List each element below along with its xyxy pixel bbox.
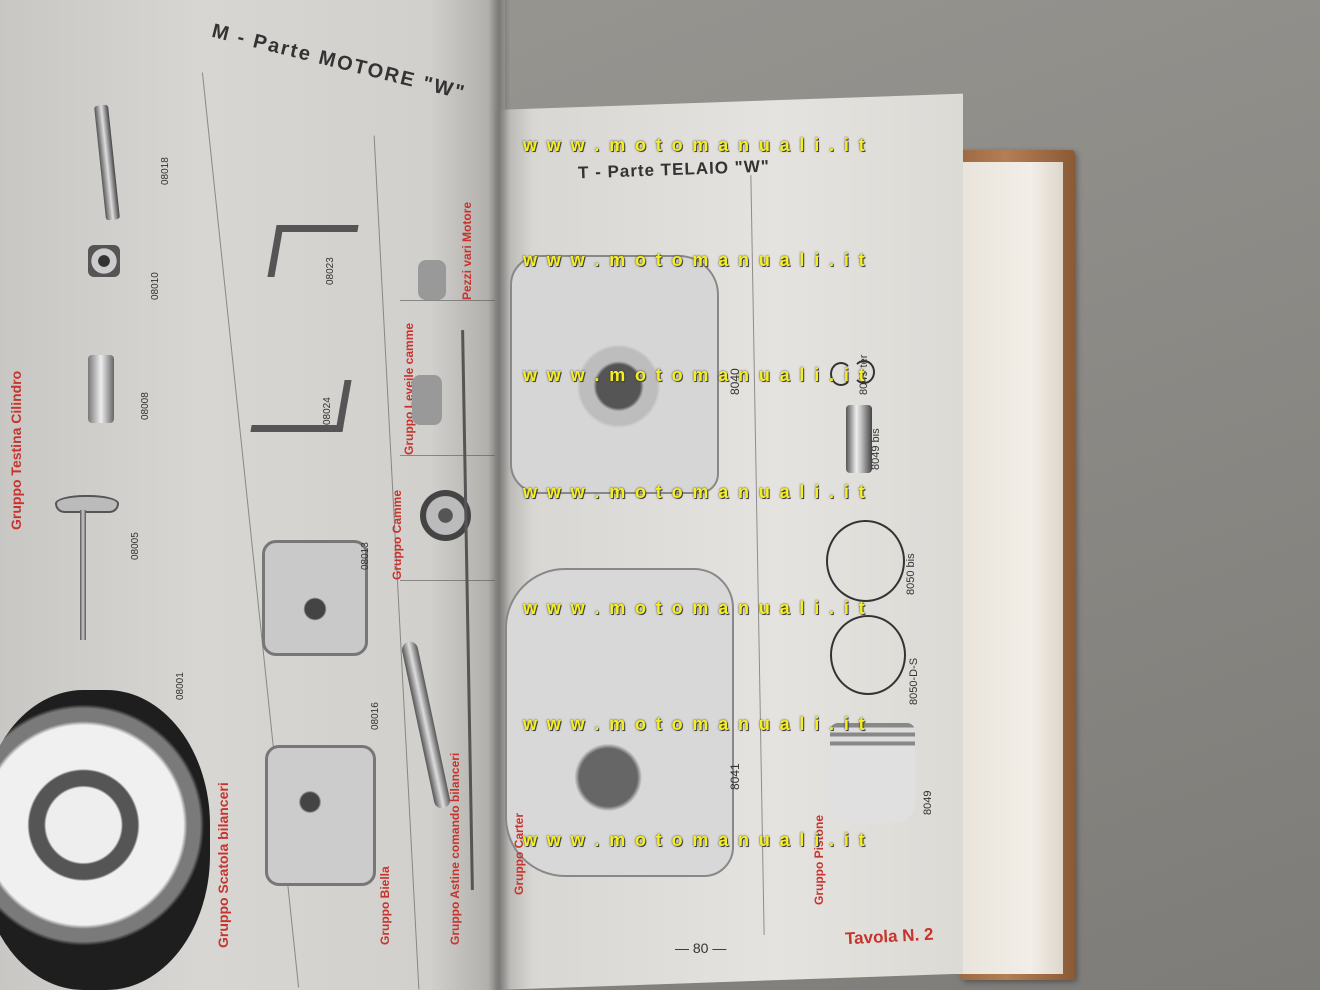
part-number: 08023	[325, 257, 336, 285]
row-divider	[400, 300, 495, 301]
back-pages	[955, 162, 1063, 974]
watermark-3: w w w . m o t o m a n u a l i . i t	[523, 365, 868, 385]
part-number: 08001	[175, 672, 186, 700]
lever-part-2	[412, 375, 442, 425]
piston-ring-part	[826, 520, 905, 602]
crankcase-part	[510, 255, 719, 494]
part-number: 8049	[922, 790, 934, 815]
part-number: 08018	[160, 157, 171, 185]
rocker-box-part-2	[265, 745, 376, 886]
part-number: 08010	[150, 272, 161, 300]
rocker-arm-part	[267, 225, 359, 277]
book-gutter	[488, 0, 510, 990]
piston-part	[830, 723, 915, 823]
piston-pin-part	[846, 405, 872, 473]
part-number: 8050-D-S	[908, 657, 920, 705]
watermark-5: w w w . m o t o m a n u a l i . i t	[523, 598, 868, 618]
group-label-scatola: Gruppo Scatola bilanceri	[215, 782, 231, 948]
circlip-part-2	[853, 360, 875, 384]
part-number: 8049 bis	[870, 428, 882, 470]
page-number: — 80 —	[675, 940, 727, 956]
watermark-6: w w w . m o t o m a n u a l i . i t	[523, 714, 868, 734]
part-number: 08016	[370, 702, 381, 730]
part-number: 8041	[728, 763, 742, 790]
circlip-part	[830, 362, 852, 386]
row-divider	[400, 455, 495, 456]
group-label-biella: Gruppo Biella	[378, 866, 392, 945]
group-label-pistone: Gruppo Pistone	[812, 815, 826, 905]
part-number: 08013	[360, 542, 371, 570]
washer-part	[88, 245, 120, 277]
watermark-4: w w w . m o t o m a n u a l i . i t	[523, 482, 868, 502]
watermark-7: w w w . m o t o m a n u a l i . i t	[523, 830, 868, 850]
group-label-testina: Gruppo Testina Cilindro	[8, 370, 24, 530]
part-number: 08005	[130, 532, 141, 560]
group-label-camme: Gruppo Camme	[390, 489, 404, 580]
cylinder-head-gear	[0, 690, 210, 990]
valve-part	[55, 495, 119, 513]
guide-part	[88, 355, 114, 423]
watermark-1: w w w . m o t o m a n u a l i . i t	[523, 135, 868, 155]
crankcase-part-2	[505, 568, 734, 877]
part-number: 08024	[322, 397, 333, 425]
lever-part	[418, 260, 446, 300]
group-label-pezzi: Pezzi vari Motore	[460, 201, 474, 300]
group-label-astine: Gruppo Astine comando bilanceri	[448, 752, 462, 945]
rocker-box-part	[262, 540, 368, 656]
rocker-arm-part-2	[250, 380, 352, 432]
part-number: 08008	[140, 392, 151, 420]
cam-gear-part	[420, 490, 471, 541]
valve-stem-part	[80, 510, 86, 640]
piston-ring-part-2	[830, 615, 906, 695]
row-divider	[400, 580, 495, 581]
watermark-2: w w w . m o t o m a n u a l i . i t	[523, 250, 868, 270]
part-number: 8050 bis	[905, 553, 917, 595]
group-label-carter: Gruppo Carter	[512, 812, 526, 895]
